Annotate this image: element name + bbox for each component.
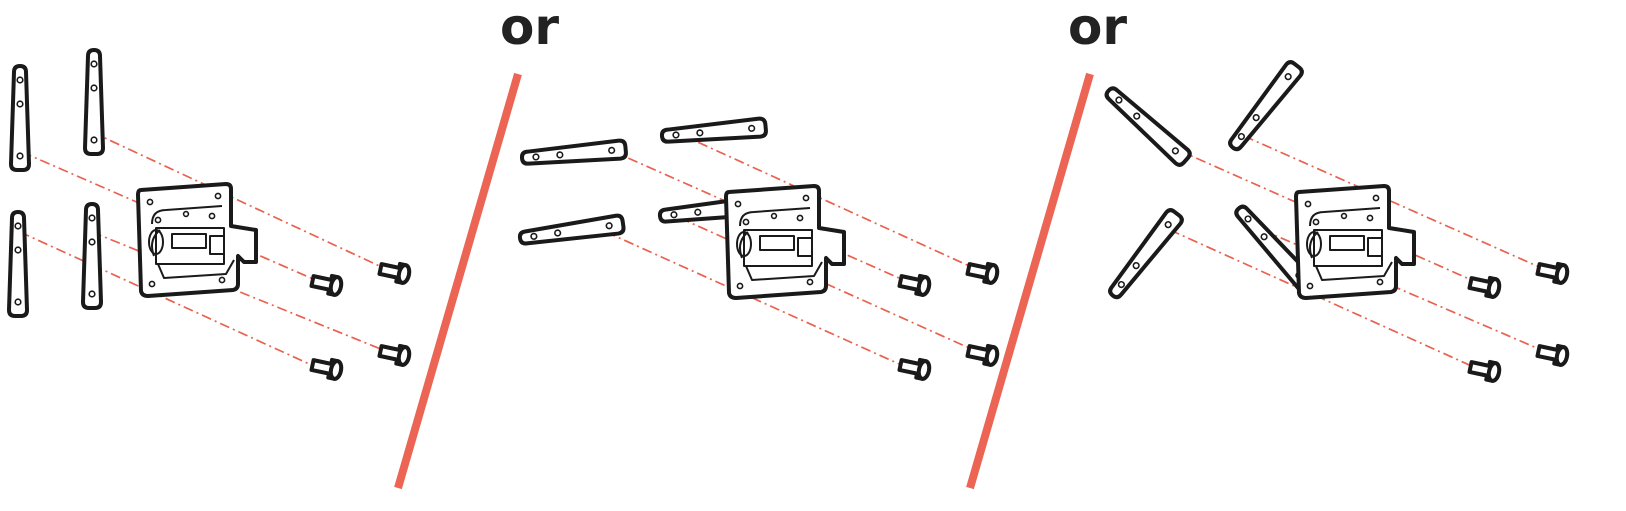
screw-icon: [1466, 356, 1503, 384]
screw-icon: [964, 340, 1001, 368]
screw-icon: [896, 270, 933, 298]
mounting-arm: [516, 212, 627, 250]
divider-line: [966, 72, 1094, 490]
bracket-plate: [724, 184, 846, 300]
mounting-arm: [83, 48, 105, 156]
mounting-arm: [519, 138, 629, 170]
screw-icon: [308, 270, 345, 298]
mounting-arm: [1100, 81, 1194, 169]
mounting-arm: [1223, 58, 1306, 156]
screw-icon: [896, 354, 933, 382]
option-vertical: [7, 48, 413, 382]
screw-icon: [1534, 258, 1571, 286]
screw-icon: [1534, 340, 1571, 368]
mounting-arm: [81, 202, 103, 310]
screw-icon: [376, 340, 413, 368]
option-diagonal: [1100, 58, 1571, 384]
mounting-arm: [9, 64, 31, 172]
screw-icon: [964, 258, 1001, 286]
mounting-arm: [7, 210, 29, 318]
mounting-arm: [1103, 206, 1186, 304]
or-separator: or: [1068, 0, 1127, 56]
or-separator: or: [500, 0, 559, 56]
option-horizontal: [516, 116, 1001, 382]
screw-icon: [308, 354, 345, 382]
mounting-arm: [659, 116, 769, 148]
screw-icon: [376, 258, 413, 286]
divider-line: [394, 72, 522, 490]
screw-icon: [1466, 272, 1503, 300]
